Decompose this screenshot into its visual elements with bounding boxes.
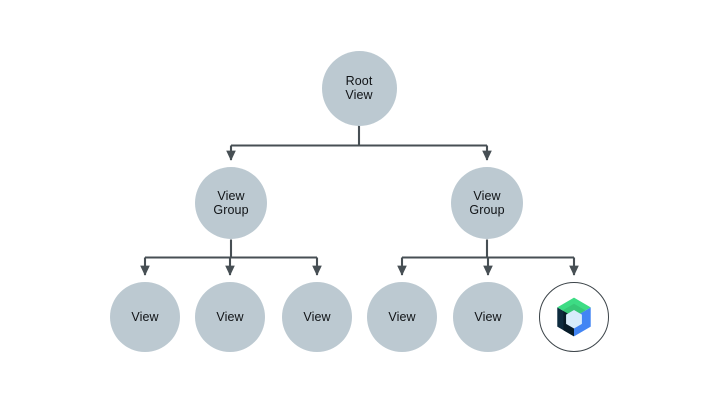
node-view-group-right-label: View Group (469, 188, 505, 218)
jetpack-compose-icon (552, 295, 596, 339)
node-view-2-label: View (216, 309, 244, 324)
node-view-5-label: View (474, 309, 502, 324)
node-view-group-left[interactable]: View Group (195, 167, 267, 239)
node-compose[interactable] (539, 282, 609, 352)
node-view-group-left-label: View Group (213, 188, 249, 218)
node-view-3[interactable]: View (282, 282, 352, 352)
node-view-4-label: View (388, 309, 416, 324)
node-view-2[interactable]: View (195, 282, 265, 352)
node-view-4[interactable]: View (367, 282, 437, 352)
node-view-1[interactable]: View (110, 282, 180, 352)
node-view-1-label: View (131, 309, 159, 324)
node-view-group-right[interactable]: View Group (451, 167, 523, 239)
node-root-view-label: Root View (345, 73, 373, 103)
node-view-3-label: View (303, 309, 331, 324)
node-root-view[interactable]: Root View (321, 50, 397, 126)
node-view-5[interactable]: View (453, 282, 523, 352)
